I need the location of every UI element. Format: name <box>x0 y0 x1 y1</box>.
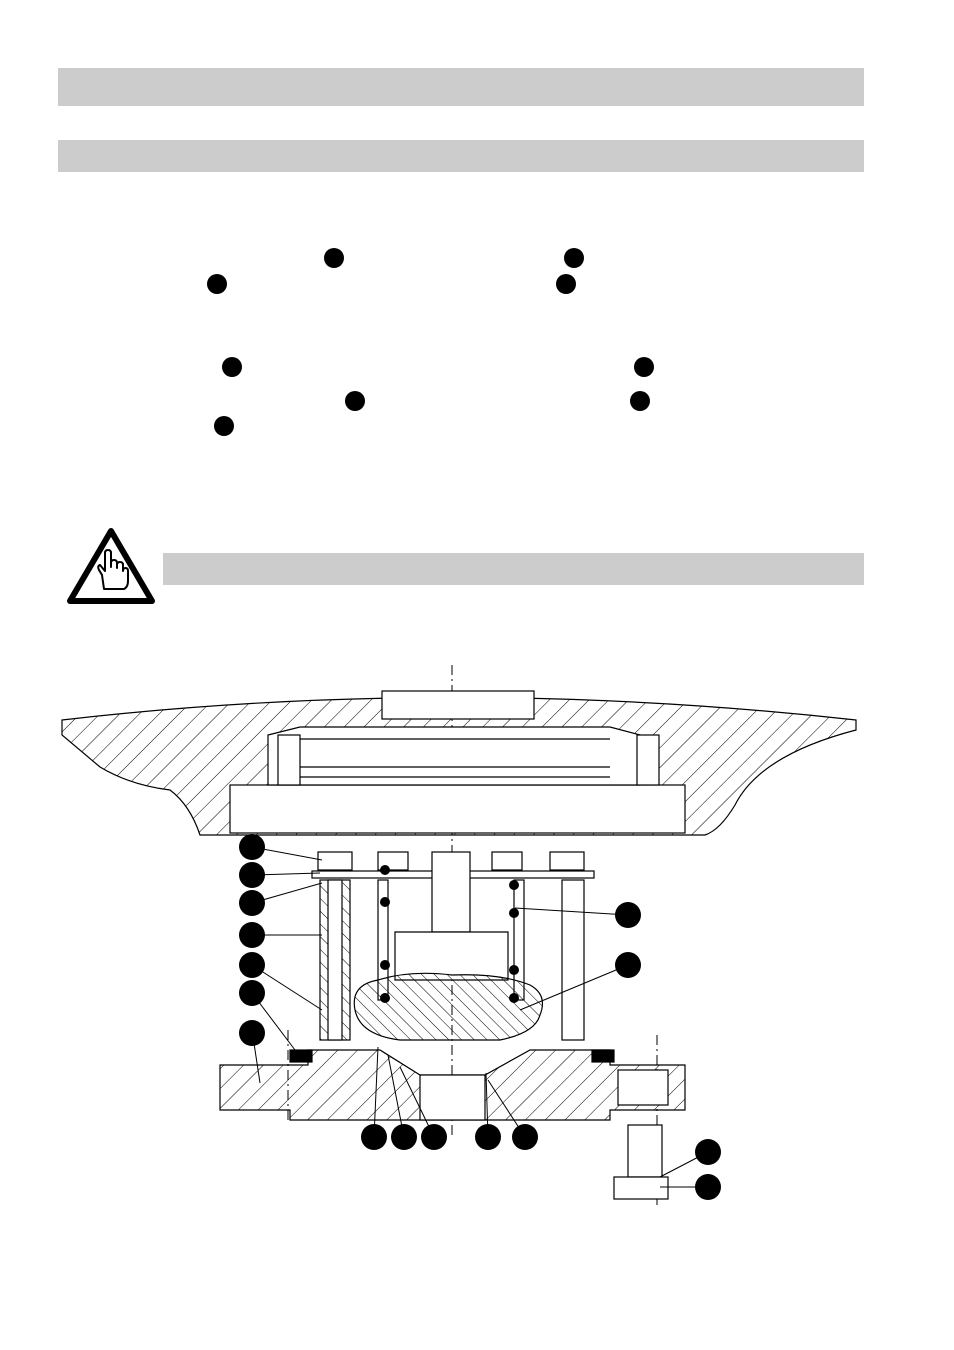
callout-dot <box>239 890 265 916</box>
reference-dot-b <box>564 248 584 268</box>
loose-bolt <box>613 1124 669 1200</box>
callout-dot <box>615 952 641 978</box>
reference-dot-i <box>214 416 234 436</box>
base-plate <box>219 1049 686 1121</box>
callout-dot <box>695 1174 721 1200</box>
callout-dot <box>239 834 265 860</box>
reference-dot-d <box>556 274 576 294</box>
callout-dot <box>239 922 265 948</box>
reference-dot-g <box>345 391 365 411</box>
warning-band <box>163 553 864 585</box>
reference-dot-f <box>634 357 654 377</box>
reference-dot-h <box>630 391 650 411</box>
callout-dot <box>391 1124 417 1150</box>
hub-body <box>353 972 543 1041</box>
reference-dot-c <box>207 274 227 294</box>
callout-dot <box>239 980 265 1006</box>
title-band <box>58 68 864 106</box>
callout-dot <box>512 1124 538 1150</box>
callout-dot <box>615 902 641 928</box>
callout-dot <box>239 1020 265 1046</box>
callout-dot <box>421 1124 447 1150</box>
callout-dot <box>239 862 265 888</box>
warning-hand-icon <box>67 528 155 604</box>
callout-dot <box>475 1124 501 1150</box>
callout-dots <box>239 834 721 1200</box>
callout-dot <box>239 952 265 978</box>
bolt-columns <box>311 851 595 1041</box>
wheel-housing <box>61 690 857 836</box>
reference-dot-e <box>222 357 242 377</box>
reference-dot-a <box>324 248 344 268</box>
callout-dot <box>695 1139 721 1165</box>
subtitle-band <box>58 140 864 172</box>
cross-section-drawing <box>61 665 857 1205</box>
callout-dot <box>361 1124 387 1150</box>
